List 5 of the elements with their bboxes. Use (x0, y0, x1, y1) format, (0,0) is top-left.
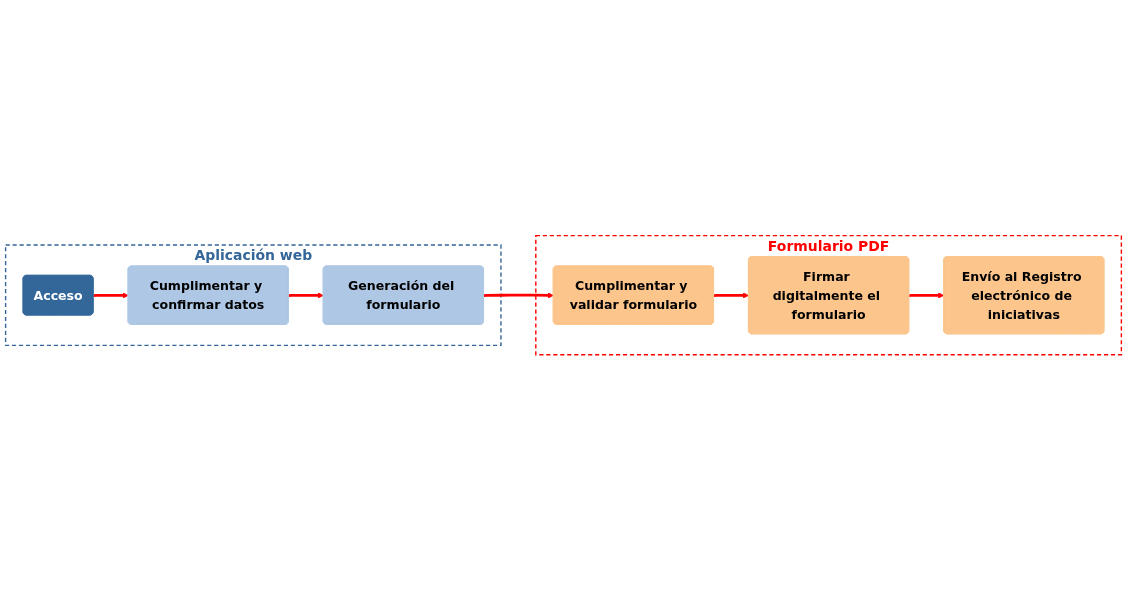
arrow (713, 292, 750, 299)
arrow (483, 292, 554, 299)
arrow (909, 292, 945, 299)
arrow (93, 292, 129, 299)
arrow (288, 292, 324, 299)
